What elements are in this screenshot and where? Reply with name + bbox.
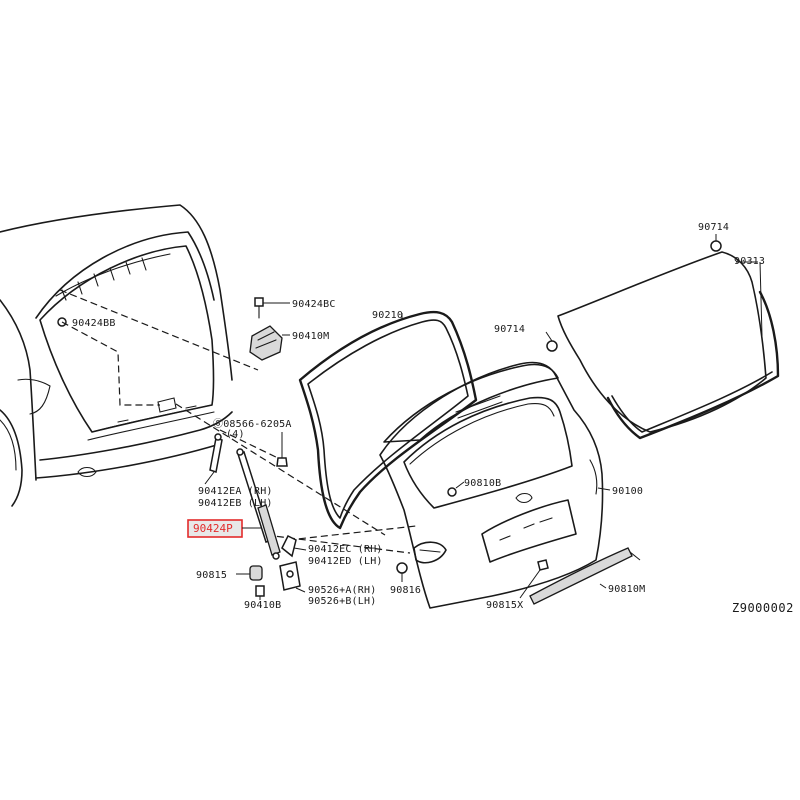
stay-90412ea — [204, 433, 223, 485]
label-90714-top: 90714 — [698, 222, 729, 233]
label-90815x: 90815X — [486, 600, 523, 611]
back-door-90100 — [379, 361, 611, 609]
grommet-90816 — [396, 562, 408, 582]
diagram-code: Z9000002 — [732, 601, 794, 615]
stopper-90815x — [519, 559, 549, 599]
label-90526b: 90526+B(LH) — [308, 596, 376, 607]
label-90210: 90210 — [372, 310, 403, 321]
label-90424bb: 90424BB — [72, 318, 116, 329]
bracket-90410m — [249, 325, 290, 361]
screw-08566 — [276, 432, 288, 467]
finisher-90810m — [529, 547, 641, 605]
label-90412ed: 90412ED (LH) — [308, 556, 383, 567]
back-window-glass-90313 — [545, 234, 780, 440]
vehicle-rear-drawing — [0, 204, 233, 507]
part-labels: 90424BB 90424BC 90410M 90210 90714 90714… — [72, 222, 794, 615]
bolt-90424bc — [254, 297, 290, 319]
label-90412ec: 90412EC (RH) — [308, 544, 383, 555]
weatherstrip-90210 — [298, 310, 478, 530]
label-90313: 90313 — [734, 256, 765, 267]
bumper-stop-90815 — [236, 565, 263, 581]
label-90410m: 90410M — [292, 331, 329, 342]
label-90810b: 90810B — [464, 478, 501, 489]
label-90410b: 90410B — [244, 600, 281, 611]
label-90424p: 90424P — [193, 522, 233, 535]
label-90816: 90816 — [390, 585, 421, 596]
label-90424bc: 90424BC — [292, 299, 336, 310]
stay-90412ec — [281, 534, 307, 558]
hinge-90526 — [279, 561, 306, 593]
label-90412eb: 90412EB (LH) — [198, 498, 273, 509]
label-90815: 90815 — [196, 570, 227, 581]
gas-strut-90424p — [236, 448, 281, 560]
bolt-90410b — [255, 585, 265, 600]
label-90100: 90100 — [612, 486, 643, 497]
label-90714-left: 90714 — [494, 324, 525, 335]
label-90412ea: 90412EA (RH) — [198, 486, 273, 497]
label-90526a: 90526+A(RH) — [308, 585, 376, 596]
label-08566-qty: (4) — [226, 429, 245, 440]
label-90810m: 90810M — [608, 584, 645, 595]
highlighted-part-90424p[interactable]: 90424P — [187, 519, 262, 538]
label-08566: Ⓢ08566-6205A — [213, 418, 292, 430]
